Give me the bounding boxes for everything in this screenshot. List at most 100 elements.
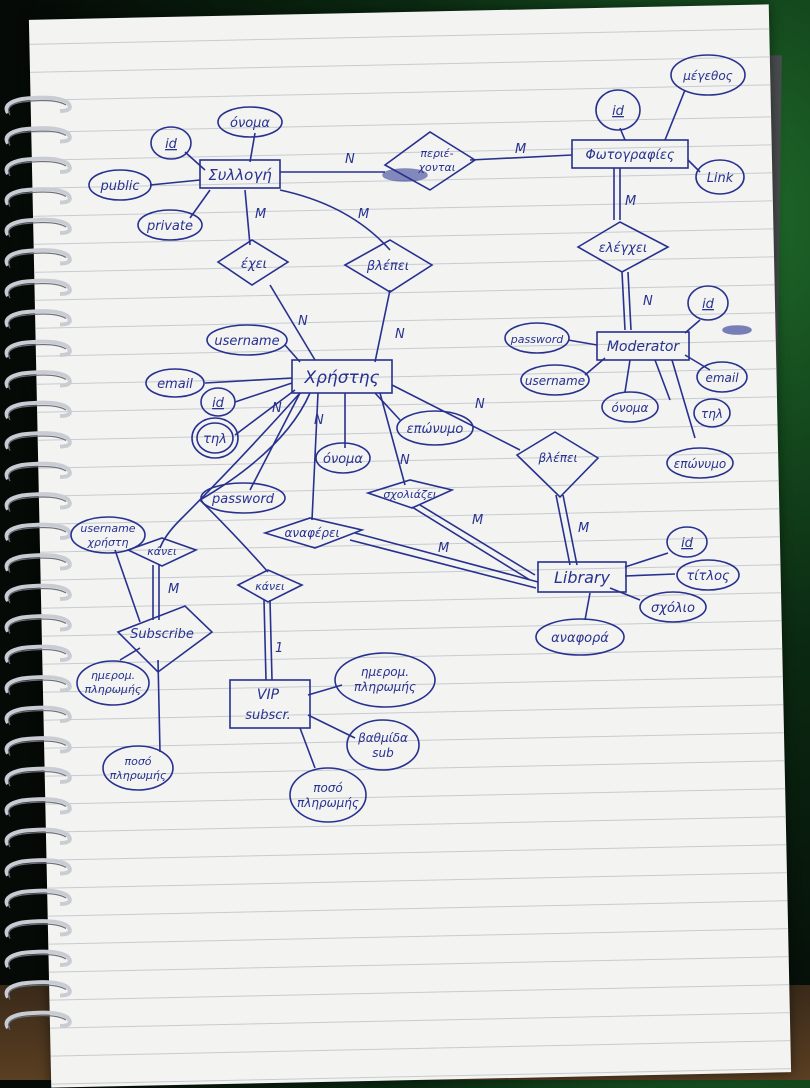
attribute-syllogi-onoma: όνομα [217,106,283,138]
relationship-subscribe: Subscribe [116,605,214,674]
svg-text:Link: Link [707,171,734,186]
spiral-ring [4,187,72,206]
card-syl-periex: Ν [345,152,355,167]
spiral-ring-shadow [7,191,67,207]
spiral-ring [4,919,72,938]
svg-text:πληρωμής: πληρωμής [297,796,359,810]
spiral-ring-shadow [7,526,67,543]
spiral-ring [4,583,72,603]
attribute-sub-username: username χρήστη [70,516,146,554]
spiral-ring [4,400,72,420]
attribute-vip-poso: ποσό πληρωμής [289,767,367,823]
spiral-ring-shadow [7,618,67,634]
svg-text:subscr.: subscr. [245,708,290,723]
spiral-ring [4,248,72,267]
spiral-ring [4,675,72,694]
spiral-ring [4,888,72,908]
svg-text:τηλ: τηλ [701,407,723,421]
spiral-ring [4,339,72,359]
card-syl-exei: Μ [255,207,266,222]
entity-fotografies: Φωτογραφίες [571,139,689,169]
card-xr-vlepei: Ν [395,327,405,342]
entity-moderator: Moderator [596,331,690,361]
svg-text:id: id [702,297,715,312]
svg-text:username: username [525,374,585,388]
card-xr-vlepei-lib: Ν [475,397,485,412]
attribute-mod-username: username [520,364,590,396]
spiral-ring [4,553,72,572]
spiral-ring [4,980,72,999]
svg-text:επώνυμο: επώνυμο [674,457,726,471]
spiral-ring-shadow [7,1014,67,1031]
svg-text:ελέγχει: ελέγχει [599,241,648,256]
relationship-sxoliazei: σχολιάζει [365,479,455,509]
svg-text:σχολιάζει: σχολιάζει [383,488,436,501]
svg-text:όνομα: όνομα [323,452,363,467]
card-xr-exei: Ν [298,314,308,329]
spiral-ring-shadow [7,99,67,116]
svg-text:Συλλογή: Συλλογή [208,166,272,184]
relationship-anaferei: αναφέρει [262,517,365,549]
spiral-ring-shadow [7,252,67,268]
spiral-ring [4,827,72,847]
spiral-ring [4,705,72,725]
card-lib-sxol: Μ [472,513,483,528]
spiral-ring-shadow [7,465,67,482]
spiral-ring-shadow [7,984,67,1000]
svg-text:username: username [80,522,135,535]
spiral-ring-shadow [7,221,67,238]
spiral-ring-shadow [7,648,67,665]
spiral-ring [4,522,72,542]
card-sub-kanei: Μ [168,582,179,597]
attribute-foto-link: Link [695,159,745,195]
relationship-elegxei: ελέγχει [576,221,670,273]
svg-text:email: email [705,371,739,385]
svg-text:πληρωμής: πληρωμής [110,769,167,782]
svg-text:email: email [157,377,193,392]
spiral-ring-shadow [7,953,67,970]
svg-text:username: username [214,334,279,349]
card-lib-anaf: Μ [438,541,449,556]
attribute-user-onoma: όνομα [315,442,371,474]
svg-text:private: private [146,219,193,234]
spiral-ring-shadow [7,130,67,146]
spiral-ring-shadow [7,435,67,451]
svg-text:id: id [681,536,694,551]
spiral-ring [4,461,72,481]
attribute-mod-til: τηλ [693,398,731,428]
svg-text:επώνυμο: επώνυμο [407,422,464,437]
spiral-ring [4,431,72,450]
svg-text:ημερομ.: ημερομ. [361,665,409,679]
svg-text:χονται: χονται [418,161,456,174]
attribute-sub-poso: ποσό πληρωμής [102,745,174,791]
relationship-vlepei-syllogi: βλέπει [343,239,434,293]
relationship-exei: έχει [216,239,290,286]
spiral-ring [4,492,72,511]
attribute-mod-onoma: όνομα [601,391,659,423]
svg-text:Subscribe: Subscribe [130,627,194,642]
svg-text:αναφέρει: αναφέρει [284,526,339,540]
spiral-ring [4,1010,72,1030]
spiral-ring [4,736,72,755]
svg-text:ημερομ.: ημερομ. [91,669,135,682]
spiral-ring-shadow [7,892,67,909]
attribute-user-til: τηλ [191,417,239,459]
spiral-ring [4,126,72,145]
spiral-ring-shadow [7,374,67,390]
spiral-ring [4,156,72,176]
svg-text:πληρωμής: πληρωμής [354,680,416,694]
spiral-ring-shadow [7,343,67,360]
svg-text:χρήστη: χρήστη [86,536,128,549]
attribute-mod-password: password [504,322,570,354]
attribute-foto-id: id [595,89,641,131]
svg-text:όνομα: όνομα [612,401,649,415]
spiral-ring [4,614,72,633]
entity-library: Library [537,561,627,593]
spiral-ring-shadow [7,770,67,787]
spiral-ring-shadow [7,313,67,329]
relationship-periexontai: περιέ- χονται [383,131,477,191]
attribute-mod-id: id [687,285,729,321]
spiral-ring-shadow [7,587,67,604]
attribute-sub-date: ημερομ. πληρωμής [76,660,150,706]
